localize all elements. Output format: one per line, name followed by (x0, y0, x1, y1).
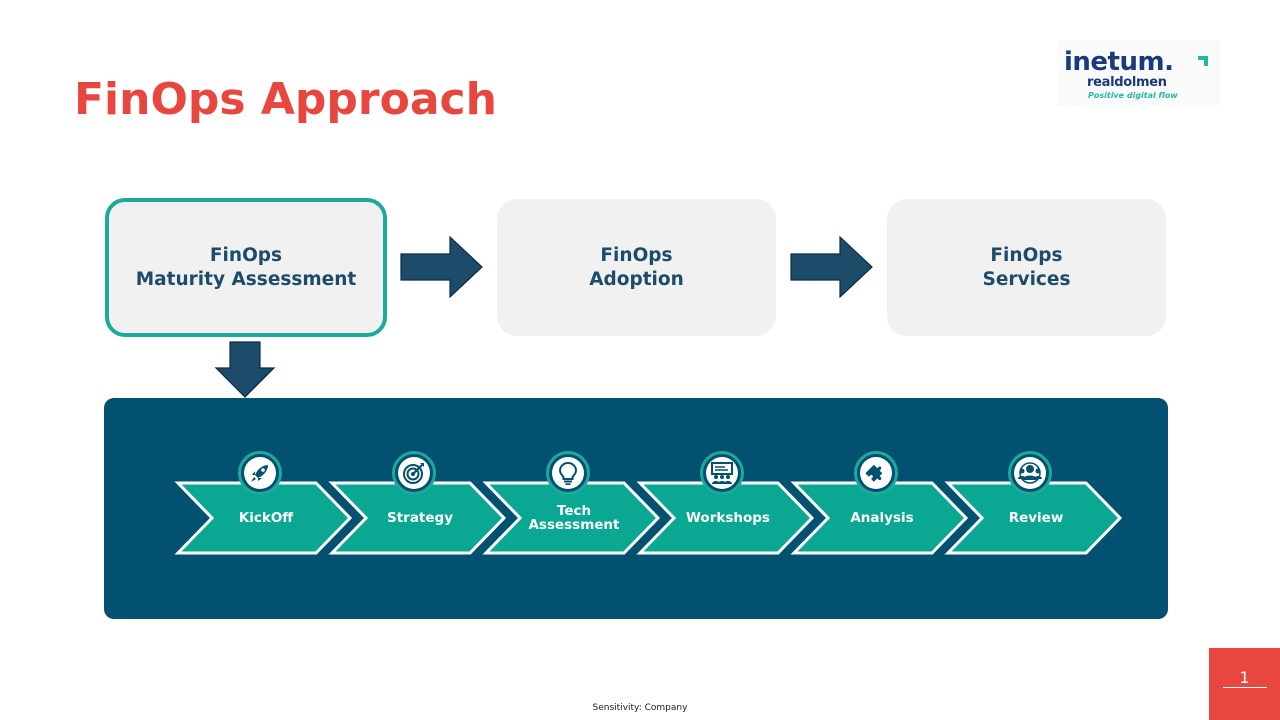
page-number: 1 (1239, 668, 1250, 687)
stage-maturity-assessment: FinOps Maturity Assessment (105, 198, 387, 337)
stage-line2: Adoption (589, 268, 684, 290)
step-review-label: Review (1008, 510, 1064, 526)
stage-adoption: FinOps Adoption (497, 199, 776, 336)
stage-line2: Maturity Assessment (135, 268, 357, 290)
step-kickoff-label: KickOff (238, 510, 294, 526)
target-icon (392, 451, 436, 495)
step-analysis-label: Analysis (850, 510, 914, 526)
step-label-line: Assessment (528, 517, 620, 533)
stage-line1: FinOps (209, 244, 283, 266)
step-label-line: Tech (556, 503, 592, 519)
stage-line2: Services (982, 268, 1071, 290)
step-tech-assessment-label: Tech Assessment (514, 504, 634, 532)
chevron-step-3 (482, 481, 661, 555)
chevron-step-4 (636, 481, 815, 555)
chevron-step-1 (174, 481, 353, 555)
process-chevrons (174, 481, 1123, 555)
process-panel: KickOff Strategy Tech Assessment Worksho… (104, 398, 1168, 619)
chevron-step-6 (944, 481, 1123, 555)
logo-corner-mark (1198, 56, 1208, 66)
page-title: FinOps Approach (74, 74, 497, 125)
page-number-badge: 1 (1209, 648, 1280, 720)
page-number-underline (1223, 687, 1267, 688)
chevron-step-2 (328, 481, 507, 555)
company-logo: inetum. realdolmen Positive digital flow (1057, 40, 1220, 106)
logo-subname: realdolmen (1087, 75, 1167, 90)
stage-line1: FinOps (990, 244, 1063, 266)
presentation-icon (700, 451, 744, 495)
chevron-step-5 (790, 481, 969, 555)
stage-line1: FinOps (600, 244, 673, 266)
puzzle-icon (854, 451, 898, 495)
down-arrow-icon (214, 341, 276, 398)
sensitivity-label: Sensitivity: Company (592, 703, 688, 713)
people-review-icon (1008, 451, 1052, 495)
lightbulb-icon (546, 451, 590, 495)
logo-tagline: Positive digital flow (1088, 91, 1178, 100)
rocket-icon (238, 451, 282, 495)
right-arrow-icon (790, 236, 873, 298)
right-arrow-icon (400, 236, 483, 298)
logo-name: inetum. (1064, 47, 1174, 77)
step-workshops-label: Workshops (686, 510, 770, 526)
stage-services: FinOps Services (887, 199, 1166, 336)
step-strategy-label: Strategy (386, 510, 454, 526)
